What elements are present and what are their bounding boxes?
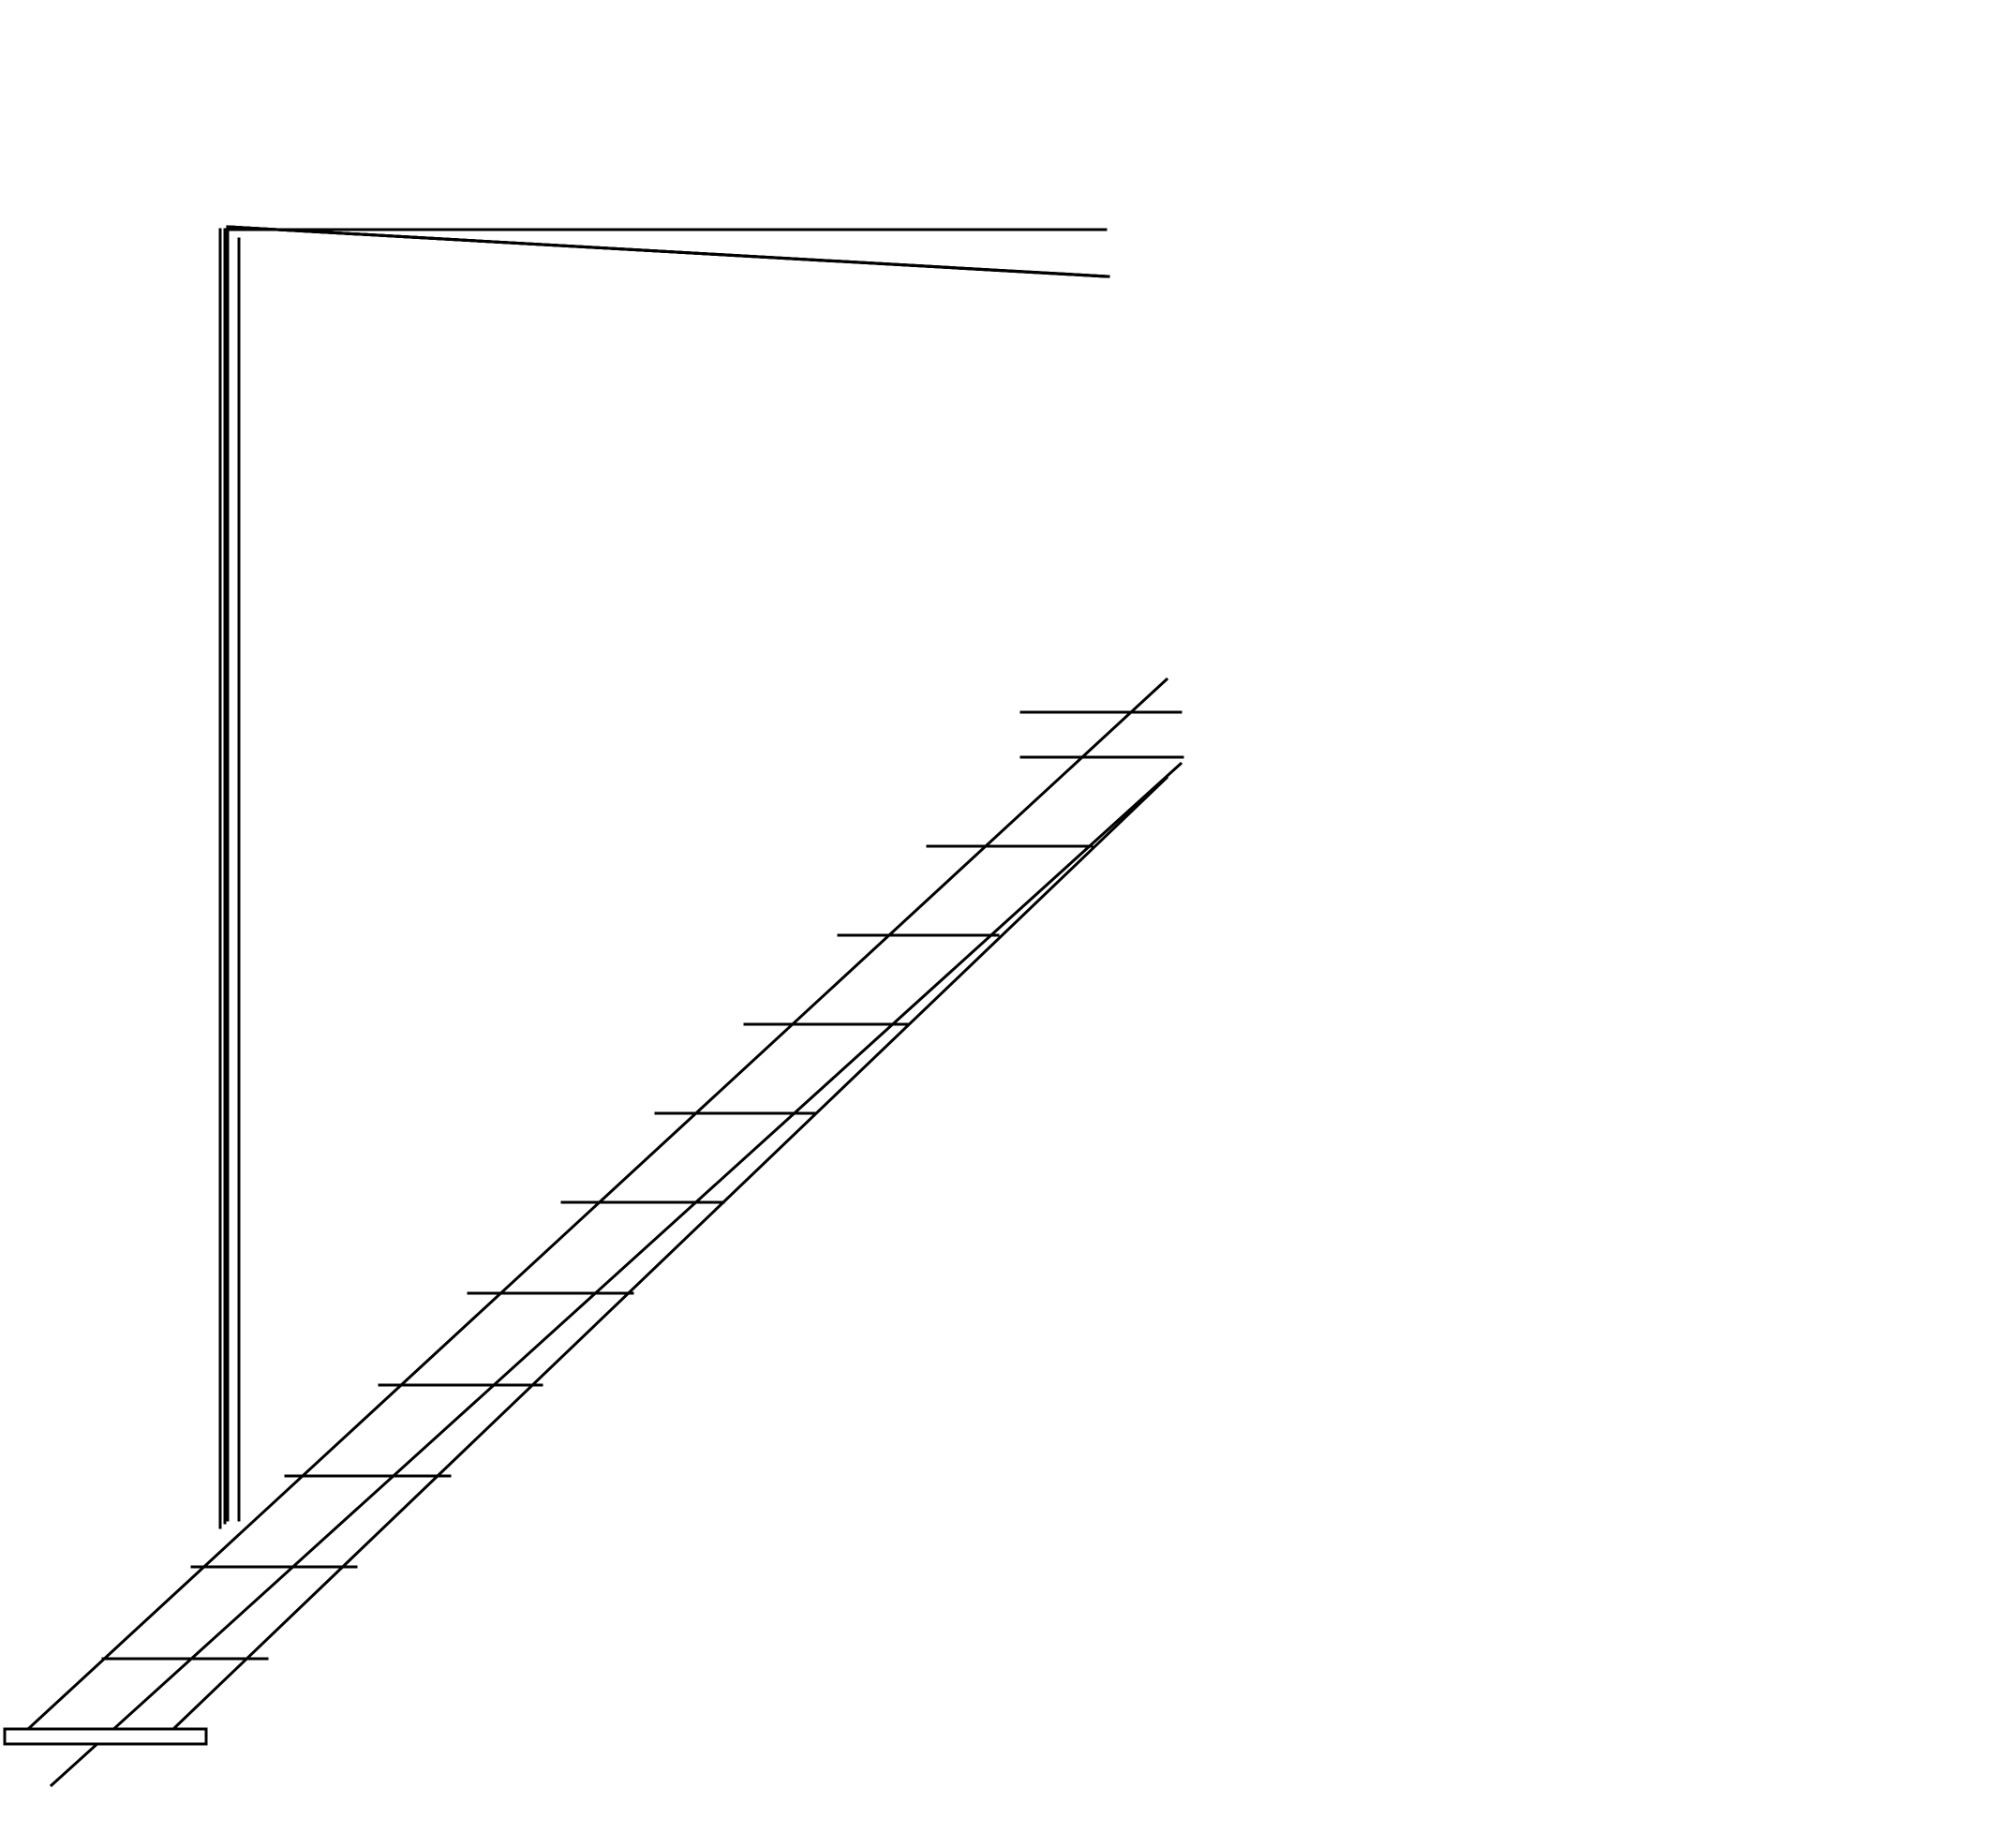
stair-treads (101, 755, 1184, 1661)
staircase (3, 225, 1184, 1788)
stair-guard (226, 228, 241, 1522)
stair-handrail (218, 225, 1110, 1529)
